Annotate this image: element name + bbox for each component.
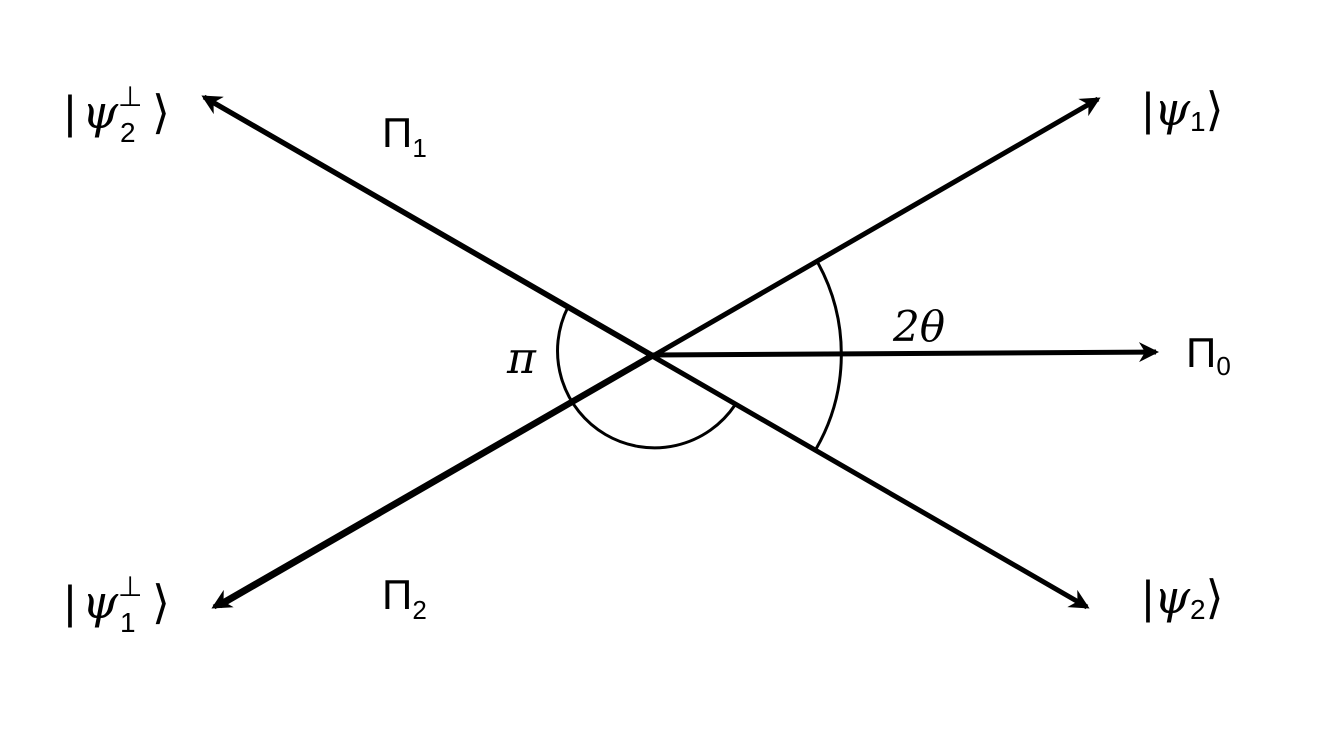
psi1-perp-arrow: [211, 352, 654, 610]
psi1-perp-subscript: 1: [120, 607, 136, 638]
psi1-perp-bar: |: [64, 576, 76, 628]
psi1-perp-ket: ⟩: [152, 576, 170, 628]
psi2-perp-label: | ψ ⊥ 2 ⟩: [64, 81, 170, 148]
psi2-perp-superscript: ⊥: [118, 81, 142, 112]
psi1-perp-superscript: ⊥: [118, 571, 142, 602]
pi0-arrow: [651, 342, 1159, 363]
pi-arc: [556, 306, 737, 450]
psi1-perp-symbol: ψ: [82, 575, 119, 629]
psi2-perp-subscript: 2: [120, 117, 136, 148]
pi2-label: Π2: [382, 571, 427, 625]
two-theta-label: 2θ: [892, 302, 945, 351]
psi1-perp-label: | ψ ⊥ 1 ⟩: [64, 571, 170, 638]
psi2-perp-arrow: [201, 94, 654, 358]
pi0-label: Π0: [1186, 329, 1231, 381]
psi2-label: |ψ2⟩: [1142, 570, 1224, 625]
psi1-label: |ψ1⟩: [1142, 82, 1224, 137]
pi-angle-label: π: [506, 333, 537, 384]
psi2-perp-ket: ⟩: [152, 86, 170, 138]
psi2-perp-bar: |: [64, 86, 76, 138]
psi2-perp-symbol: ψ: [82, 85, 119, 139]
two-theta-arc: [814, 262, 843, 450]
pi1-label: Π1: [382, 109, 427, 163]
